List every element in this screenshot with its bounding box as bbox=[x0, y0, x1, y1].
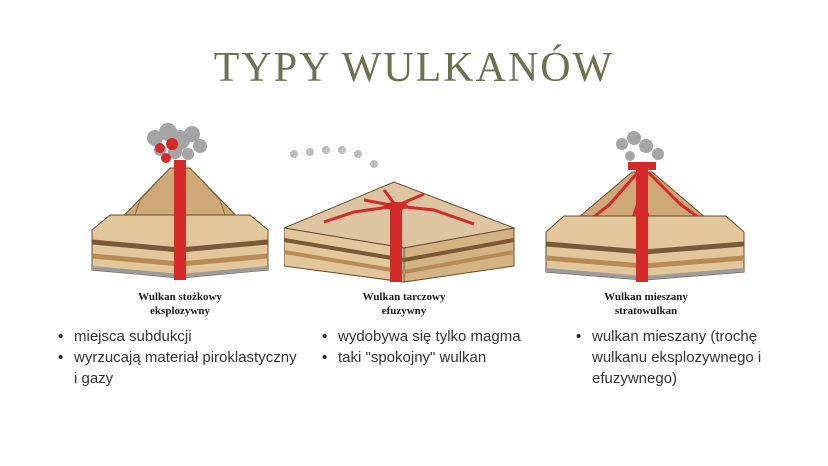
ash-cloud bbox=[616, 131, 664, 161]
mixed-volcano-illustration bbox=[540, 120, 750, 290]
list-item: wyrzucają materiał piroklastyczny i gazy bbox=[58, 347, 304, 389]
mixed-volcano-caption: Wulkan mieszany stratowulkan bbox=[546, 290, 746, 318]
list-item: miejsca subdukcji bbox=[58, 326, 304, 347]
list-item: wydobywa się tylko magma bbox=[322, 326, 538, 347]
gas-puffs bbox=[290, 146, 378, 168]
shield-volcano-caption: Wulkan tarczowy efuzywny bbox=[304, 290, 504, 318]
caption-line: efuzywny bbox=[381, 305, 427, 317]
cone-volcano-caption: Wulkan stożkowy eksplozywny bbox=[80, 290, 280, 318]
mixed-volcano-bullets: wulkan mieszany (trochę wulkanu eksplozy… bbox=[570, 326, 772, 389]
caption-line: stratowulkan bbox=[614, 305, 678, 317]
cone-volcano-illustration bbox=[80, 120, 280, 290]
shield-volcano-bullets: wydobywa się tylko magma taki "spokojny"… bbox=[316, 326, 538, 368]
shield-volcano-illustration bbox=[284, 120, 524, 290]
caption-line: eksplozywny bbox=[150, 305, 210, 317]
list-item: taki "spokojny" wulkan bbox=[322, 347, 538, 368]
caption-line: Wulkan stożkowy bbox=[138, 291, 222, 303]
page-title: TYPY WULKANÓW bbox=[213, 45, 615, 91]
list-item: wulkan mieszany (trochę wulkanu eksplozy… bbox=[576, 326, 772, 389]
caption-line: Wulkan tarczowy bbox=[362, 291, 446, 303]
cone-volcano-bullets: miejsca subdukcji wyrzucają materiał pir… bbox=[52, 326, 304, 389]
caption-line: Wulkan mieszany bbox=[604, 291, 688, 303]
